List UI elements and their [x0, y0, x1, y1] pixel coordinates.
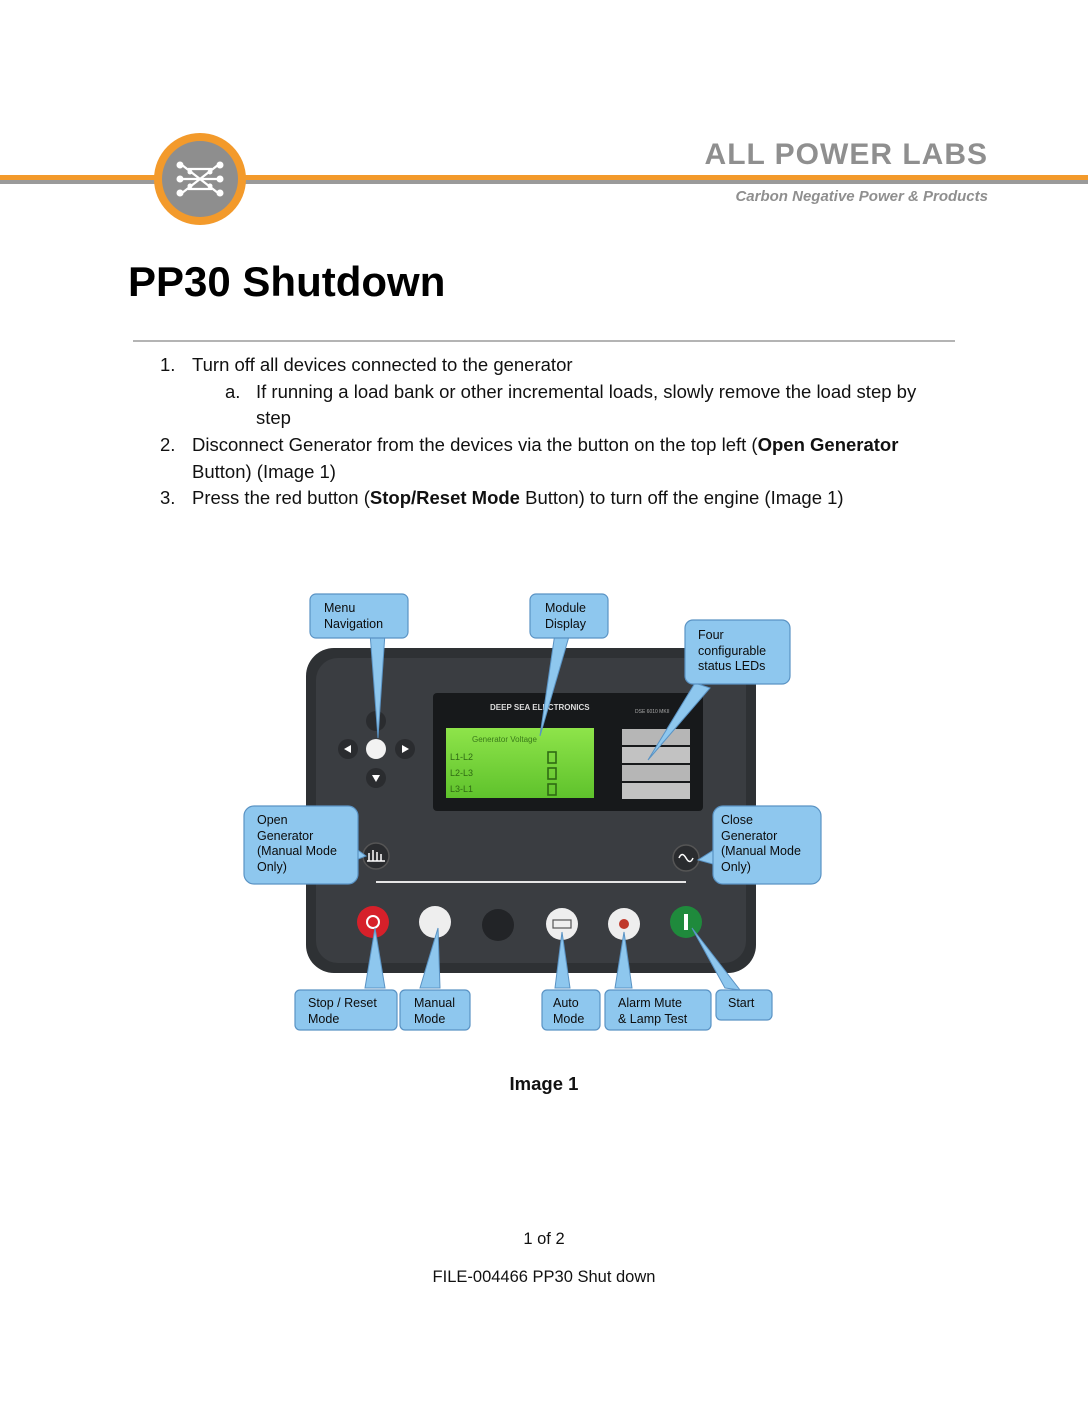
- lcd-value-2: [547, 767, 557, 780]
- blank-button: [482, 909, 514, 941]
- panel-brand-text: DEEP SEA ELECTRONICS: [490, 703, 590, 712]
- step-1a-letter: a.: [225, 381, 241, 402]
- brand-tagline: Carbon Negative Power & Products: [735, 188, 988, 205]
- callout-module-display: [529, 593, 609, 639]
- step-2-number: 2.: [160, 434, 176, 455]
- step-1a-text-line1: If running a load bank or other incremen…: [256, 381, 917, 402]
- step-2-text: Disconnect Generator from the devices vi…: [192, 434, 758, 455]
- callout-text: Mode: [414, 1012, 445, 1026]
- stop-reset-term: Stop/Reset Mode: [369, 487, 520, 508]
- lcd-header: Generator Voltage: [472, 735, 537, 744]
- callout-text: Alarm Mute: [618, 996, 682, 1010]
- callout-text: Mode: [553, 1012, 584, 1026]
- lcd-row-1: L1-L2: [450, 752, 473, 762]
- alarm-mute-icon: [619, 919, 629, 929]
- callout-status-leds: [684, 619, 791, 685]
- callout-text: Close: [721, 813, 753, 827]
- callout-stop-reset: [294, 989, 398, 1031]
- callout-text: Stop / Reset: [308, 996, 377, 1010]
- callout-text: configurable: [698, 644, 766, 658]
- nav-ok-button: [366, 739, 386, 759]
- control-panel-figure: DEEP SEA ELECTRONICS DSE 6010 MKII Gener…: [240, 588, 830, 1038]
- step-3-number: 3.: [160, 487, 176, 508]
- callout-text: Only): [257, 860, 287, 874]
- stop-reset-button: [357, 906, 389, 938]
- callout-menu-navigation: [309, 593, 409, 639]
- callout-text: (Manual Mode: [721, 844, 801, 858]
- logo-network-icon: [162, 141, 238, 217]
- callout-text: Generator: [721, 829, 777, 843]
- lcd-row-3: L3-L1: [450, 784, 473, 794]
- header-orange-rule: [0, 175, 1088, 180]
- step-2-text-line2: Button) (Image 1): [192, 461, 336, 482]
- callout-text: Only): [721, 860, 751, 874]
- callout-text: Generator: [257, 829, 313, 843]
- callout-text: status LEDs: [698, 659, 765, 673]
- callout-text: Mode: [308, 1012, 339, 1026]
- figure-caption: Image 1: [509, 1073, 579, 1094]
- callout-alarm-mute: [604, 989, 712, 1031]
- stop-reset-icon: [366, 915, 380, 929]
- status-led-2: [622, 747, 690, 763]
- page-title: PP30 Shutdown: [128, 258, 446, 305]
- auto-mode-icon: [552, 919, 572, 929]
- status-led-4: [622, 783, 690, 799]
- callout-open-generator: [243, 805, 359, 885]
- page-number: 1 of 2: [523, 1230, 565, 1248]
- callout-text: Module: [545, 601, 586, 615]
- callout-start: [715, 989, 773, 1021]
- step-3-text: Press the red button (Stop/Reset Mode Bu…: [192, 485, 844, 511]
- step-1a-text-line2: step: [256, 407, 291, 428]
- step-3-pre: Press the red button (: [192, 487, 370, 508]
- callout-text: (Manual Mode: [257, 844, 337, 858]
- callout-text: Auto: [553, 996, 579, 1010]
- right-arrow-icon: [402, 745, 409, 753]
- callout-text: & Lamp Test: [618, 1012, 688, 1026]
- step-3-post: Button) to turn off the engine (Image 1): [519, 487, 844, 508]
- start-icon: [684, 914, 688, 930]
- step-2-text-line1: Disconnect Generator from the devices vi…: [192, 432, 898, 458]
- lcd-row-2: L2-L3: [450, 768, 473, 778]
- callout-text: Navigation: [324, 617, 383, 631]
- file-id: FILE-004466 PP30 Shut down: [432, 1268, 656, 1286]
- lcd-value-1: [547, 751, 557, 764]
- callout-text: Menu: [324, 601, 355, 615]
- lcd-value-3: [547, 783, 557, 796]
- callout-auto-mode: [541, 989, 601, 1031]
- callout-text: Manual: [414, 996, 455, 1010]
- left-arrow-icon: [344, 745, 351, 753]
- auto-mode-button: [546, 908, 578, 940]
- open-generator-term: Open Generator: [757, 434, 899, 455]
- down-arrow-icon: [372, 775, 380, 782]
- callout-text: Start: [728, 996, 755, 1010]
- open-generator-button: [362, 842, 390, 870]
- step-1-text: Turn off all devices connected to the ge…: [192, 354, 573, 375]
- lcd-screen: [446, 728, 594, 798]
- nav-up-button: [366, 711, 386, 731]
- callout-manual-mode: [399, 989, 471, 1031]
- callout-text: Display: [545, 617, 587, 631]
- callout-close-generator: [712, 805, 822, 885]
- callout-text: Open: [257, 813, 288, 827]
- header-gray-rule: [0, 180, 1088, 184]
- all-power-labs-logo-icon: [154, 133, 246, 225]
- brand-name: ALL POWER LABS: [704, 138, 988, 171]
- title-divider: [133, 340, 955, 342]
- callout-text: Four: [698, 628, 724, 642]
- manual-mode-button: [419, 906, 451, 938]
- step-1-number: 1.: [160, 354, 176, 375]
- panel-model-text: DSE 6010 MKII: [635, 709, 669, 715]
- status-led-1: [622, 729, 690, 745]
- sine-wave-icon: [678, 853, 694, 863]
- status-led-3: [622, 765, 690, 781]
- open-breaker-icon: [367, 850, 385, 862]
